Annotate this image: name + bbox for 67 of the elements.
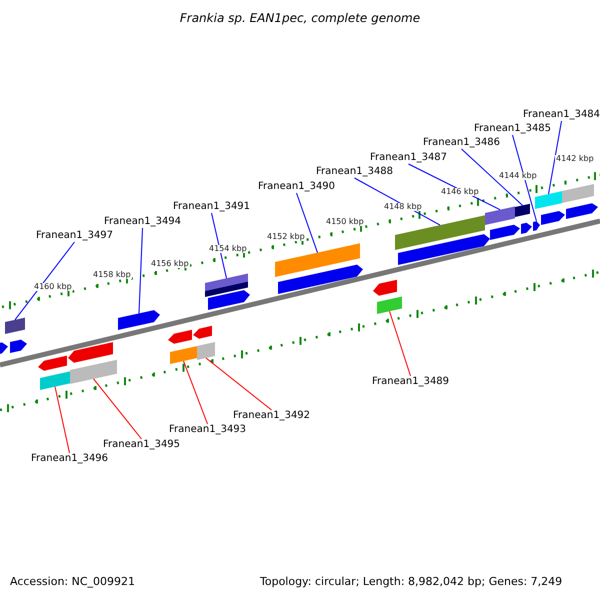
scale-label: 4148 kbp: [383, 203, 423, 211]
scale-label: 4142 kbp: [555, 155, 595, 163]
leader-line: [512, 134, 537, 222]
genome-stats-text: Topology: circular; Length: 8,982,042 bp; Genes: 7,249: [260, 576, 562, 587]
gene-feature: [168, 330, 192, 344]
gene-block: [377, 296, 402, 314]
scale-label: 4154 kbp: [208, 245, 248, 253]
gene-label: Franean1_3495: [103, 440, 180, 450]
leader-line: [183, 360, 208, 424]
scale-label: 4160 kbp: [33, 283, 73, 291]
gene-feature: [68, 342, 113, 363]
gene-label: Franean1_3484: [523, 110, 600, 120]
gene-block: [205, 274, 248, 291]
gene-block: [275, 243, 360, 277]
gene-block: [515, 204, 530, 217]
gene-feature: [533, 221, 540, 231]
gene-label: Franean1_3493: [169, 425, 246, 435]
leader-line: [211, 212, 227, 279]
gene-feature: [193, 326, 212, 339]
leader-line: [14, 242, 76, 320]
scale-label: 4144 kbp: [498, 172, 538, 180]
gene-block: [197, 342, 215, 360]
gene-label: Franean1_3496: [31, 454, 108, 464]
gene-feature: [541, 211, 565, 225]
gene-feature: [38, 356, 67, 371]
scale-label: 4156 kbp: [150, 260, 190, 268]
gene-label: Franean1_3490: [258, 182, 336, 192]
gene-feature: [373, 280, 397, 296]
gene-block: [562, 184, 594, 203]
leader-line: [138, 228, 144, 314]
leader-line: [93, 378, 142, 440]
gene-block: [5, 318, 25, 334]
gene-feature: [208, 290, 250, 310]
gene-label: Franean1_3487: [370, 153, 448, 163]
gene-label: Franean1_3486: [423, 138, 500, 148]
gene-block: [485, 206, 515, 225]
gene-feature: [566, 203, 598, 219]
gene-label: Franean1_3489: [372, 377, 450, 387]
leader-line: [548, 120, 562, 195]
gene-feature: [278, 264, 363, 294]
leader-line: [206, 358, 272, 410]
leader-line: [54, 386, 70, 454]
scale-label: 4150 kbp: [325, 218, 365, 226]
gene-label: Franean1_3494: [104, 217, 182, 227]
scale-label: 4146 kbp: [440, 188, 480, 196]
accession-text: Accession: NC_009921: [10, 576, 136, 587]
leader-line: [389, 310, 412, 376]
gene-feature: [398, 234, 490, 265]
gene-block: [70, 360, 117, 384]
scale-label: 4158 kbp: [92, 271, 132, 279]
leader-line: [461, 148, 523, 206]
gene-label: Franean1_3491: [173, 202, 250, 212]
gene-label: Franean1_3492: [233, 411, 310, 421]
gene-label: Franean1_3485: [474, 124, 552, 134]
gene-label: Franean1_3488: [316, 167, 394, 177]
gene-block: [205, 282, 248, 297]
gene-block: [170, 346, 197, 364]
scale-label: 4152 kbp: [266, 233, 306, 241]
gene-block: [395, 215, 485, 250]
gene-feature: [0, 342, 8, 356]
title: Frankia sp. EAN1pec, complete genome: [178, 12, 422, 24]
gene-label: Franean1_3497: [36, 231, 114, 241]
leader-line: [296, 192, 318, 254]
gene-block: [535, 191, 562, 209]
gene-block: [40, 371, 70, 390]
gene-feature: [10, 340, 27, 353]
gene-feature: [118, 310, 160, 330]
